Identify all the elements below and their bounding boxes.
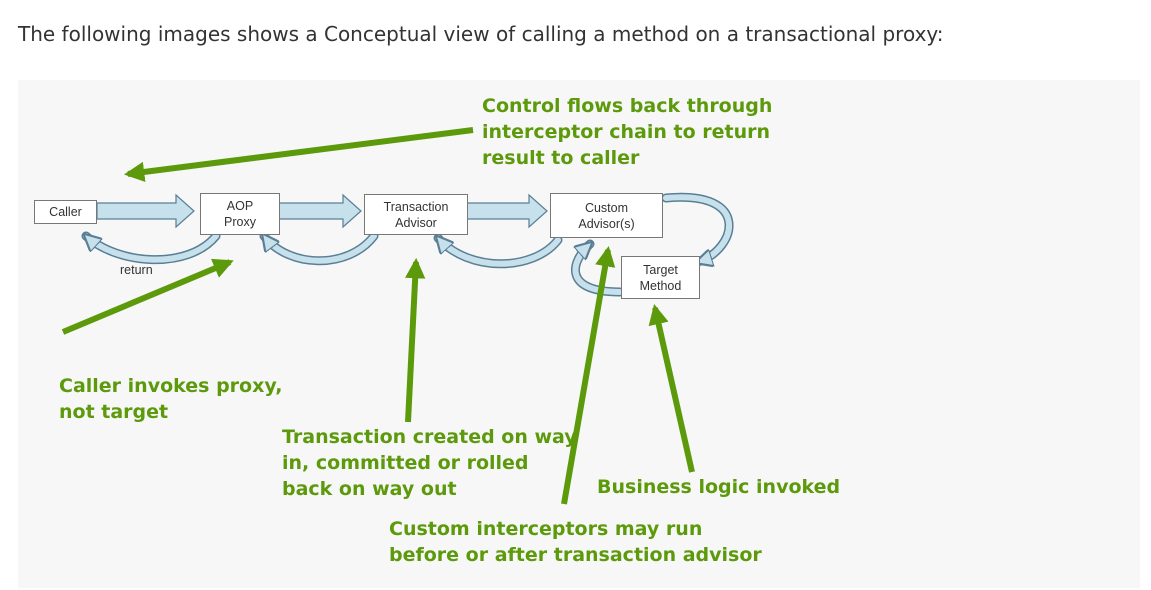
note-control-flows-line1: Control flows back through (482, 95, 773, 117)
aop-proxy-label-line1: AOP (226, 199, 254, 213)
diagram-arrows (61, 127, 734, 505)
aop-proxy-box: AOP Proxy (200, 193, 280, 235)
note-custom-interceptors-line2: before or after transaction advisor (389, 544, 762, 566)
note-caller-invokes-proxy: Caller invokes proxy, not target (59, 373, 282, 425)
return-label: return (120, 263, 153, 277)
arrow-control-flows-back (123, 127, 474, 183)
target-method-label-line2: Method (639, 278, 682, 293)
note-transaction-created-line2: in, committed or rolled (282, 452, 529, 474)
note-caller-invokes-line2: not target (59, 401, 169, 423)
note-business-logic: Business logic invoked (597, 474, 840, 500)
target-method-label-line1: Target (643, 262, 678, 277)
note-transaction-created-line1: Transaction created on way (282, 426, 577, 448)
arrow-custom-interceptors (561, 245, 616, 505)
intro-text: The following images shows a Conceptual … (18, 22, 944, 46)
target-method-box: Target Method (621, 256, 700, 299)
transaction-advisor-label-line1: Transaction (383, 199, 449, 214)
flow-arrow-transaction-to-custom (466, 193, 548, 229)
arrow-caller-invokes-proxy (61, 258, 234, 335)
caller-label: Caller (49, 205, 82, 219)
note-transaction-created: Transaction created on way in, committed… (282, 424, 577, 502)
flow-arrow-caller-to-proxy (96, 193, 195, 229)
transactional-proxy-diagram: Caller AOP Proxy Transaction Advisor Cus… (18, 80, 1140, 588)
note-control-flows-line3: result to caller (482, 147, 640, 169)
note-control-flows-back: Control flows back through interceptor c… (482, 93, 772, 171)
aop-proxy-label-line2: Proxy (224, 215, 256, 229)
note-custom-interceptors: Custom interceptors may run before or af… (389, 516, 762, 568)
note-business-logic-line1: Business logic invoked (597, 476, 841, 498)
flow-arrow-proxy-to-transaction (278, 193, 362, 229)
note-control-flows-line2: interceptor chain to return (482, 121, 771, 143)
note-transaction-created-line3: back on way out (282, 478, 457, 500)
arrow-transaction-created (404, 257, 426, 423)
note-caller-invokes-line1: Caller invokes proxy, (59, 375, 283, 397)
note-custom-interceptors-line1: Custom interceptors may run (389, 518, 703, 540)
custom-advisors-label-line1: Custom (584, 200, 629, 215)
caller-box: Caller (34, 200, 97, 224)
custom-advisors-box: Custom Advisor(s) (550, 193, 663, 238)
arrow-business-logic (648, 304, 695, 473)
custom-advisors-label-line2: Advisor(s) (578, 216, 635, 231)
transaction-advisor-label-line2: Advisor (395, 215, 437, 230)
transaction-advisor-box: Transaction Advisor (364, 194, 468, 235)
